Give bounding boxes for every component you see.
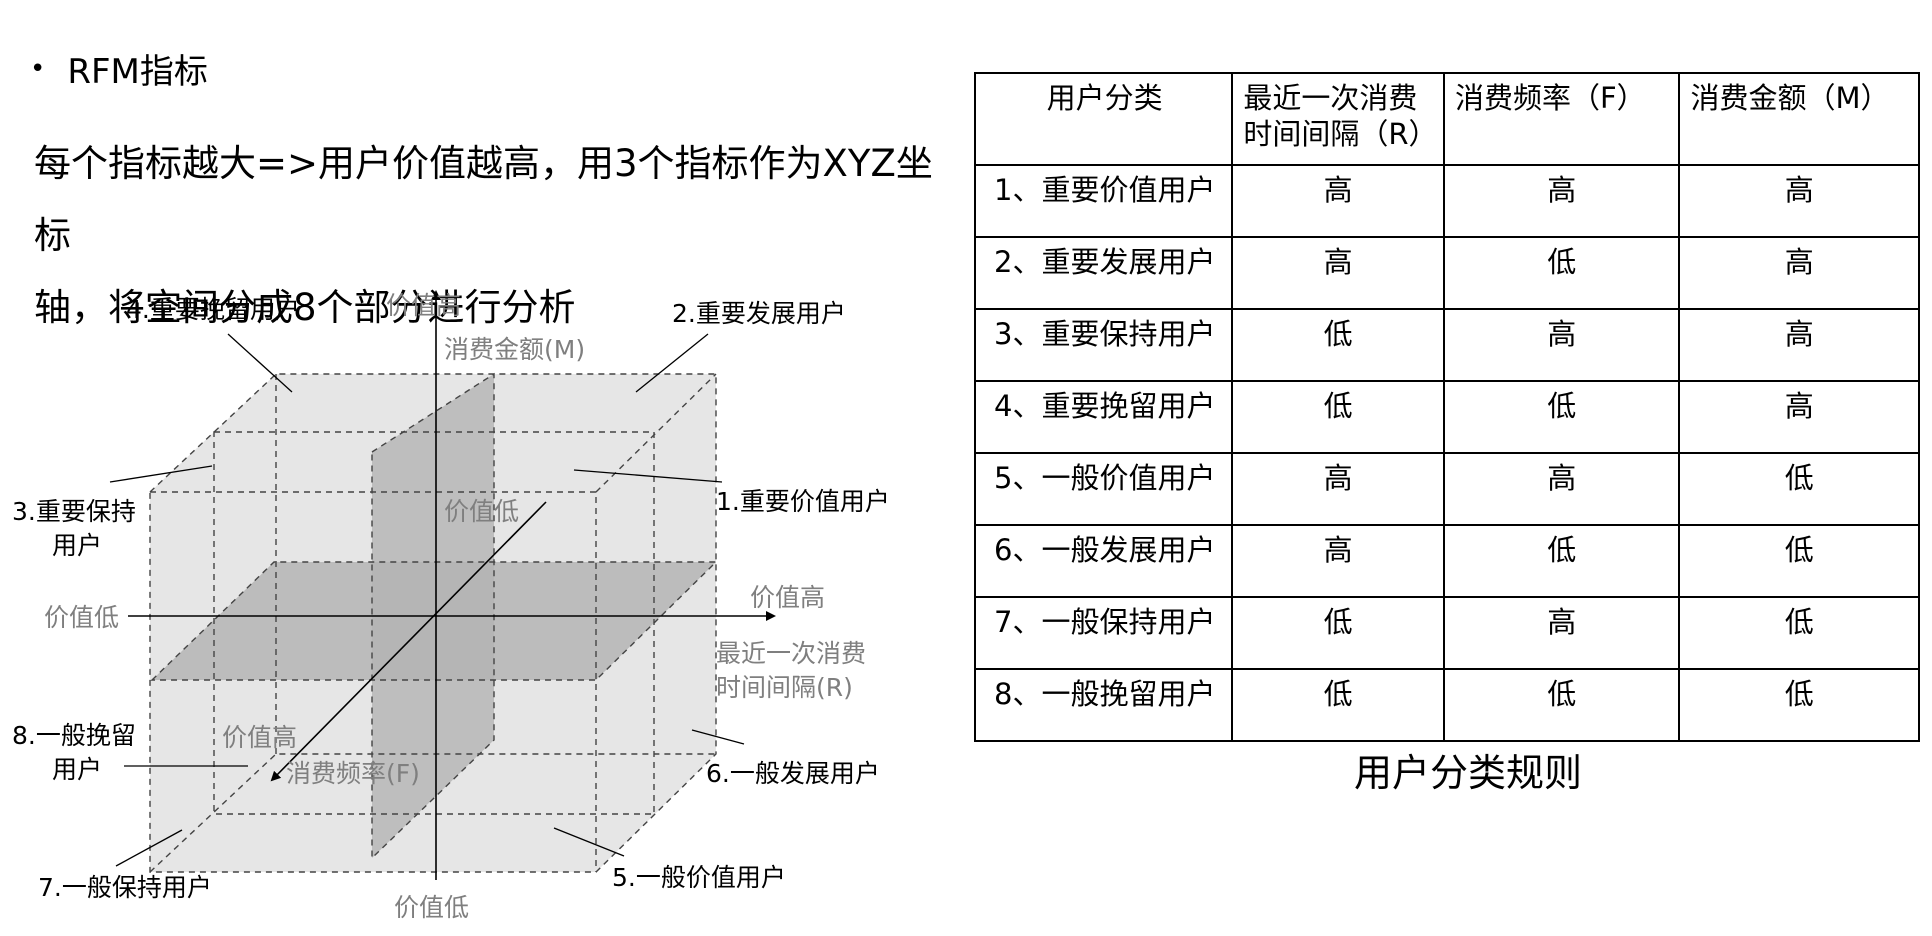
table-row: 1、重要价值用户高高高 [973, 164, 1920, 238]
leader-s4 [227, 333, 293, 393]
cell-recency: 高 [1231, 524, 1445, 598]
segment-label-5: 5.一般价值用户 [612, 863, 786, 892]
cube-edges [149, 372, 718, 873]
segment-label-6: 6.一般发展用户 [706, 759, 880, 788]
cell-recency: 高 [1231, 164, 1445, 238]
header-recency-line2: 时间间隔（R） [1243, 117, 1438, 151]
header-frequency-text: 消费频率（F） [1454, 81, 1646, 115]
header-category-text: 用户分类 [1046, 81, 1163, 115]
z-low-label: 价值低 [444, 497, 519, 526]
cell-monetary: 低 [1678, 668, 1920, 742]
cell-frequency: 高 [1442, 596, 1681, 670]
z-axis [270, 501, 547, 782]
cell-frequency: 高 [1442, 308, 1681, 382]
cell-category: 1、重要价值用户 [973, 164, 1234, 238]
x-low-label: 价值低 [44, 603, 119, 632]
header-recency-line1: 最近一次消费 [1243, 81, 1418, 115]
leader-s2 [635, 333, 709, 393]
cell-recency: 低 [1231, 308, 1445, 382]
segment-label-3-line2: 用户 [52, 531, 102, 560]
segment-labels: 4.重要挽留用户 2.重要发展用户 3.重要保持 用户 1.重要价值用户 8.一… [12, 295, 890, 902]
table-row: 8、一般挽留用户低低低 [973, 668, 1920, 742]
cell-category: 6、一般发展用户 [973, 524, 1234, 598]
leader-s6 [691, 729, 745, 745]
header-monetary-text: 消费金额（M） [1690, 81, 1890, 115]
classification-table: 用户分类 最近一次消费 时间间隔（R） 消费频率（F） 消费金额（M） 1、重要… [973, 72, 1920, 742]
cell-monetary: 低 [1678, 596, 1920, 670]
x-high-label: 价值高 [750, 583, 825, 612]
segment-label-2: 2.重要发展用户 [672, 299, 846, 328]
segment-label-4: 4.重要挽留用户 [126, 295, 300, 324]
cell-category: 5、一般价值用户 [973, 452, 1234, 526]
leader-lines [109, 333, 745, 867]
classification-table-wrap: 用户分类 最近一次消费 时间间隔（R） 消费频率（F） 消费金额（M） 1、重要… [973, 72, 1920, 742]
cell-recency: 低 [1231, 668, 1445, 742]
leader-s3 [109, 465, 213, 483]
y-name-label: 消费金额(M) [444, 335, 585, 364]
y-high-label: 价值高 [386, 291, 461, 320]
cell-recency: 低 [1231, 380, 1445, 454]
table-row: 2、重要发展用户高低高 [973, 236, 1920, 310]
segment-label-8-line2: 用户 [52, 755, 102, 784]
table-row: 3、重要保持用户低高高 [973, 308, 1920, 382]
axis-labels: 价值高 消费金额(M) 价值低 价值低 价值高 最近一次消费 时间间隔(R) 价… [44, 291, 866, 922]
cell-recency: 低 [1231, 596, 1445, 670]
cell-frequency: 高 [1442, 164, 1681, 238]
z-high-label: 价值高 [222, 723, 297, 752]
x-name-label-2: 时间间隔(R) [716, 673, 853, 702]
segment-label-7: 7.一般保持用户 [38, 873, 212, 902]
cell-recency: 高 [1231, 452, 1445, 526]
table-header-row: 用户分类 最近一次消费 时间间隔（R） 消费频率（F） 消费金额（M） [973, 72, 1920, 166]
cell-frequency: 低 [1442, 380, 1681, 454]
cell-category: 2、重要发展用户 [973, 236, 1234, 310]
table-row: 4、重要挽留用户低低高 [973, 380, 1920, 454]
table-row: 6、一般发展用户高低低 [973, 524, 1920, 598]
table-row: 5、一般价值用户高高低 [973, 452, 1920, 526]
table-caption: 用户分类规则 [1354, 751, 1583, 795]
segment-label-3-line1: 3.重要保持 [12, 497, 136, 526]
bullet-heading: • RFM指标 [30, 44, 208, 93]
y-low-label: 价值低 [394, 893, 469, 922]
bullet-dot: • [30, 53, 46, 84]
plane-edges [150, 372, 718, 860]
z-name-label: 消费频率(F) [286, 759, 420, 788]
intro-line-2: 轴，将空间分成8个部分进行分析 [34, 286, 576, 329]
cell-frequency: 低 [1442, 668, 1681, 742]
cube-inner-edges [149, 374, 716, 873]
cell-monetary: 高 [1678, 164, 1920, 238]
cube-right-face [596, 374, 716, 872]
header-frequency: 消费频率（F） [1442, 72, 1681, 166]
heading-text: RFM指标 [67, 52, 208, 92]
x-name-label-1: 最近一次消费 [716, 639, 866, 668]
segment-label-8-line1: 8.一般挽留 [12, 721, 136, 750]
cell-frequency: 低 [1442, 524, 1681, 598]
cell-recency: 高 [1231, 236, 1445, 310]
cell-monetary: 低 [1678, 452, 1920, 526]
cell-monetary: 高 [1678, 380, 1920, 454]
cell-category: 4、重要挽留用户 [973, 380, 1234, 454]
cell-monetary: 低 [1678, 524, 1920, 598]
cell-frequency: 低 [1442, 236, 1681, 310]
intro-paragraph: 每个指标越大=>用户价值越高，用3个指标作为XYZ坐标 轴，将空间分成8个部分进… [34, 128, 964, 344]
header-category: 用户分类 [973, 72, 1234, 166]
intro-line-1: 每个指标越大=>用户价值越高，用3个指标作为XYZ坐标 [34, 142, 933, 257]
header-monetary: 消费金额（M） [1678, 72, 1920, 166]
cell-monetary: 高 [1678, 236, 1920, 310]
cell-monetary: 高 [1678, 308, 1920, 382]
segment-label-1: 1.重要价值用户 [716, 487, 890, 516]
rfm-cube-diagram: 价值高 消费金额(M) 价值低 价值低 价值高 最近一次消费 时间间隔(R) 价… [12, 290, 890, 922]
cell-category: 8、一般挽留用户 [973, 668, 1234, 742]
cell-category: 3、重要保持用户 [973, 308, 1234, 382]
cell-category: 7、一般保持用户 [973, 596, 1234, 670]
leader-s5 [553, 827, 625, 857]
horizontal-plane [152, 562, 716, 680]
header-recency: 最近一次消费 时间间隔（R） [1231, 72, 1445, 166]
table-row: 7、一般保持用户低高低 [973, 596, 1920, 670]
cell-frequency: 高 [1442, 452, 1681, 526]
leader-s7 [115, 829, 183, 867]
leader-s1 [573, 469, 723, 483]
axes [128, 290, 776, 880]
